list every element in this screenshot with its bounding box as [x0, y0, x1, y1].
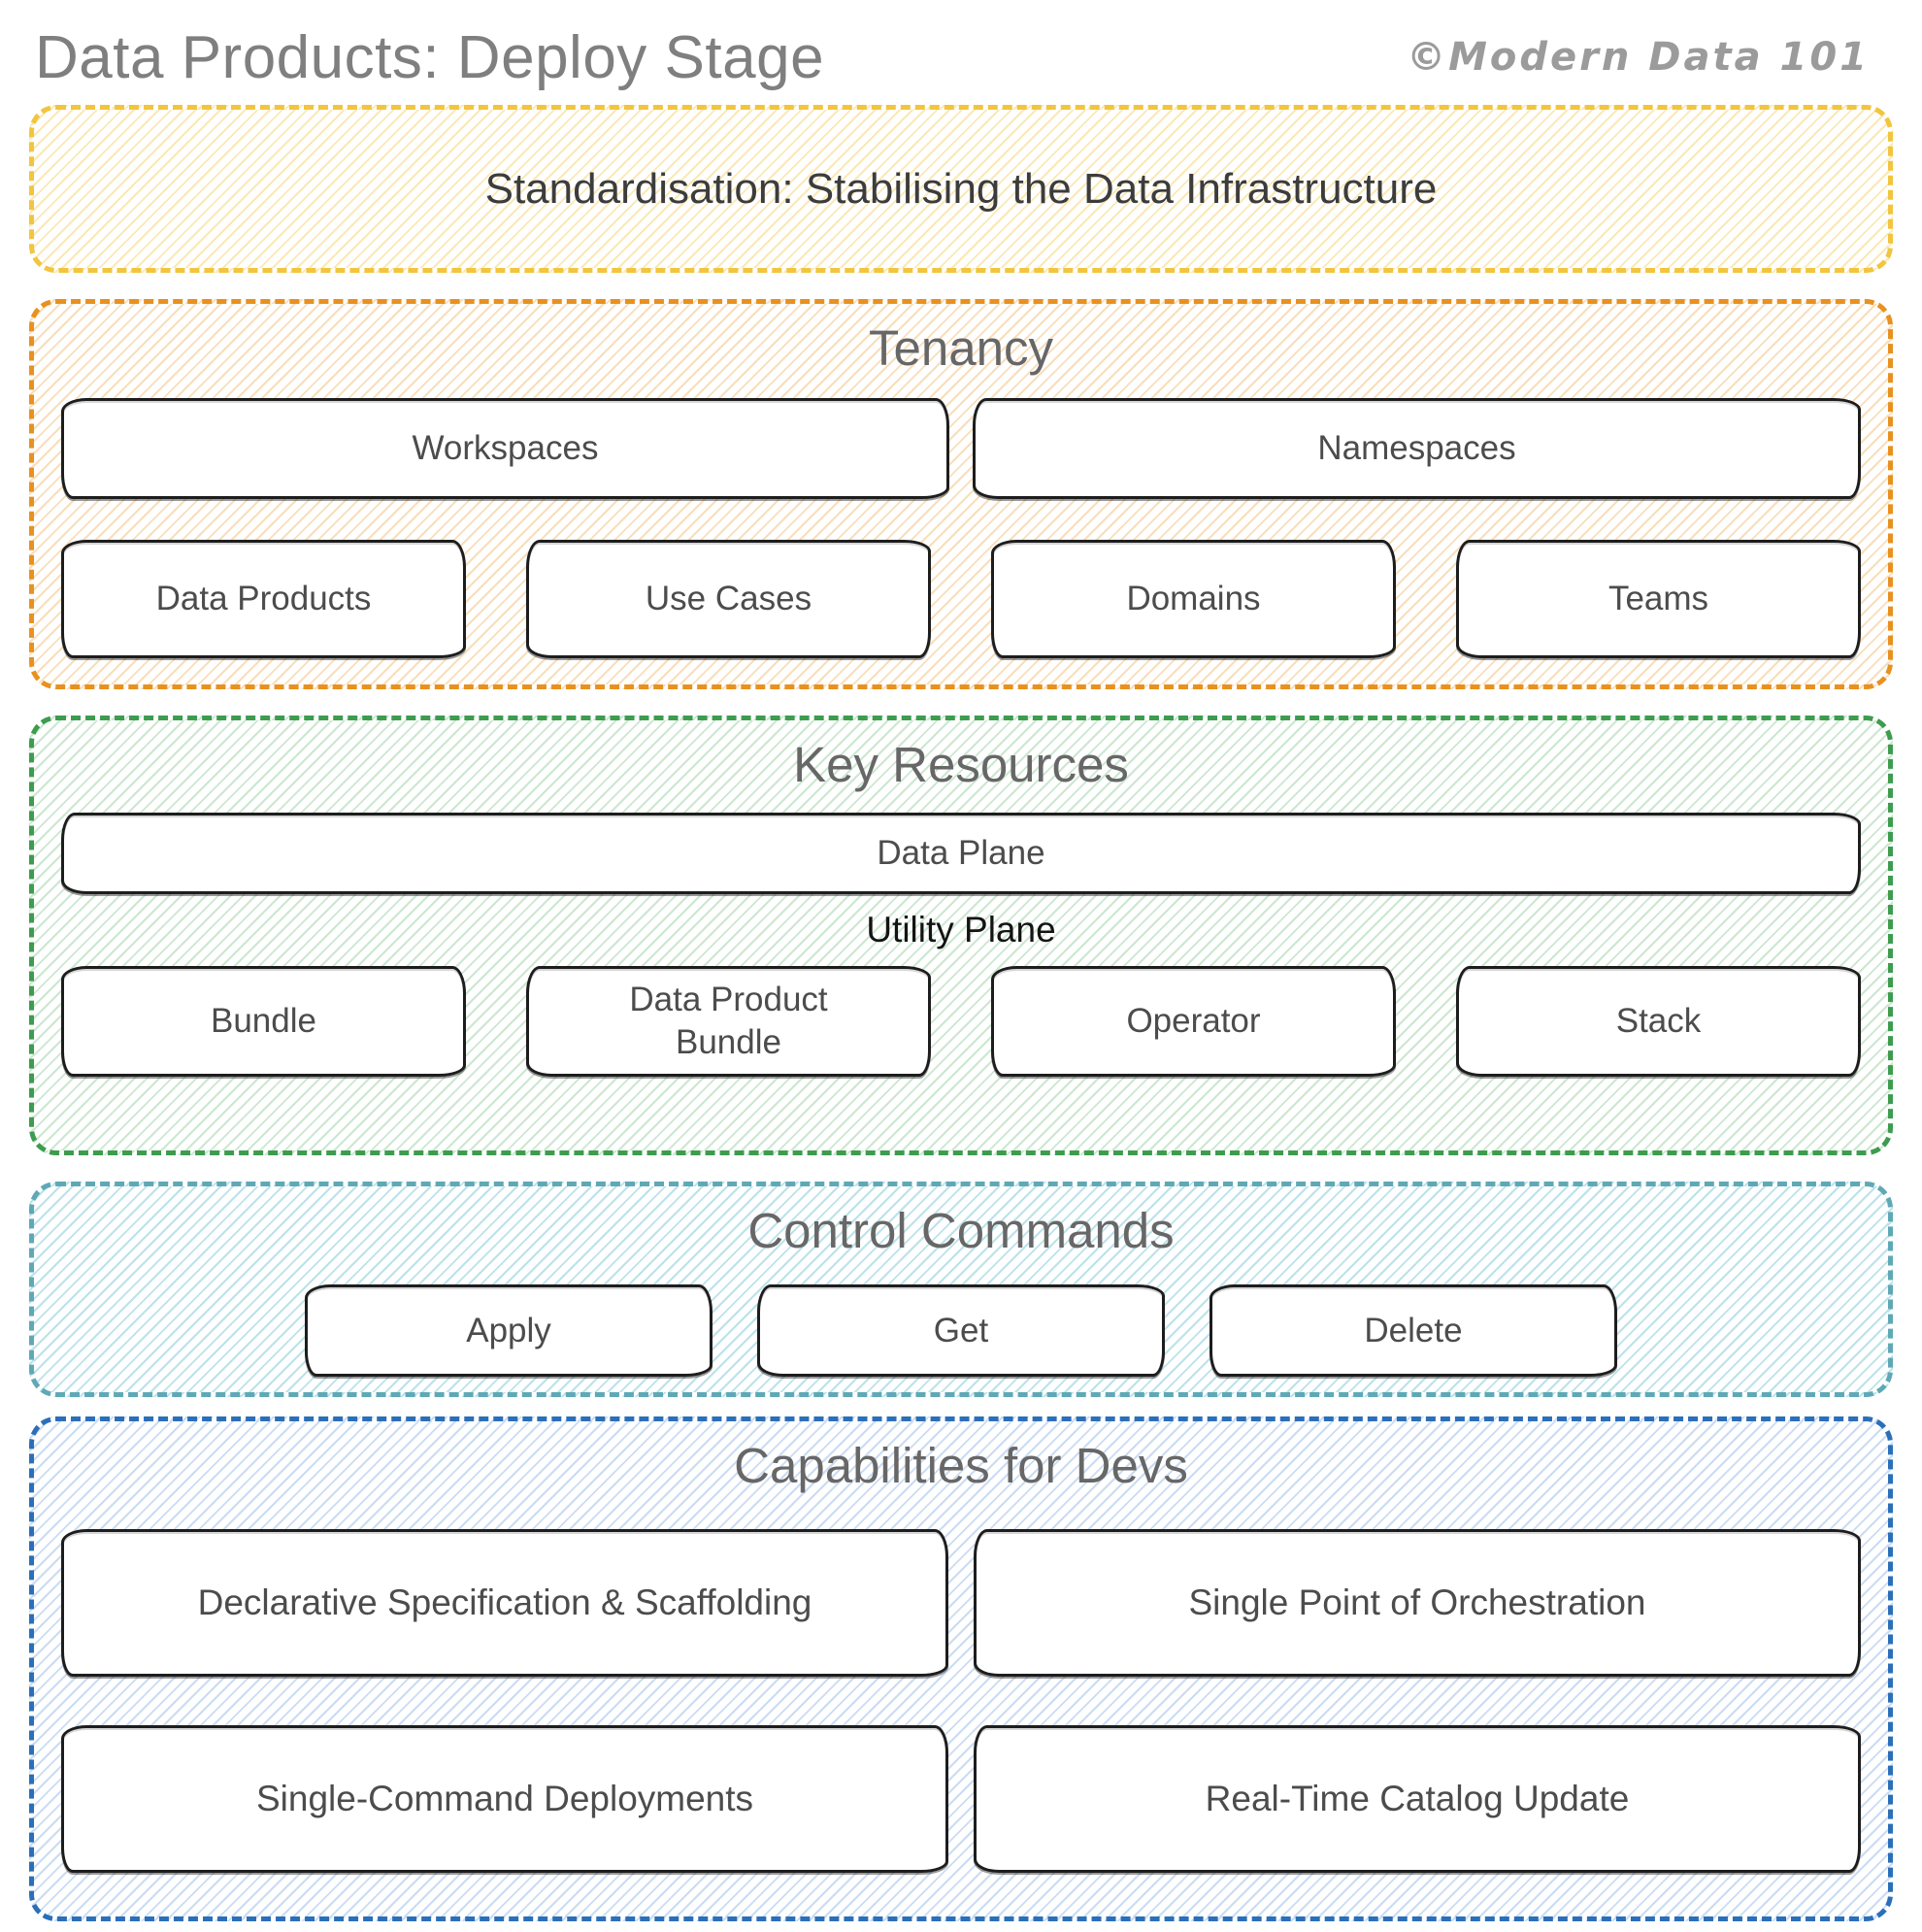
tenancy-row-2: Data Products Use Cases Domains Teams — [61, 540, 1861, 658]
box-single-point-orchestration-label: Single Point of Orchestration — [1188, 1582, 1646, 1622]
utility-plane-label: Utility Plane — [866, 910, 1056, 949]
box-apply-label: Apply — [466, 1311, 551, 1349]
brand-logo: ©Modern Data 101 — [1407, 35, 1870, 80]
box-data-product-bundle-label: Data Product Bundle — [629, 981, 828, 1061]
box-teams: Teams — [1456, 540, 1861, 658]
box-real-time-catalog-update-label: Real-Time Catalog Update — [1205, 1778, 1630, 1818]
box-delete: Delete — [1210, 1284, 1617, 1377]
box-domains-label: Domains — [1126, 580, 1261, 618]
header: Data Products: Deploy Stage ©Modern Data… — [29, 0, 1893, 105]
box-data-product-bundle: Data Product Bundle — [526, 966, 931, 1077]
box-stack-label: Stack — [1615, 1002, 1702, 1041]
box-stack: Stack — [1456, 966, 1861, 1077]
control-commands-title: Control Commands — [747, 1203, 1175, 1258]
box-apply: Apply — [305, 1284, 712, 1377]
control-commands-row: Apply Get Delete — [305, 1284, 1617, 1377]
box-domains: Domains — [991, 540, 1396, 658]
section-key-resources: Key Resources Data Plane Utility Plane B… — [29, 716, 1893, 1155]
box-operator: Operator — [991, 966, 1396, 1077]
box-delete-label: Delete — [1364, 1311, 1463, 1349]
box-get-label: Get — [933, 1311, 989, 1349]
box-data-products-label: Data Products — [155, 580, 372, 618]
key-resources-title: Key Resources — [793, 737, 1129, 792]
box-data-products: Data Products — [61, 540, 466, 658]
standardisation-label: Standardisation: Stabilising the Data In… — [484, 164, 1438, 213]
key-resources-row: Bundle Data Product Bundle Operator Stac… — [61, 966, 1861, 1077]
box-declarative-specification-label: Declarative Specification & Scaffolding — [197, 1582, 812, 1622]
box-namespaces: Namespaces — [973, 398, 1861, 499]
box-workspaces-label: Workspaces — [412, 429, 599, 468]
tenancy-row-1: Workspaces Namespaces — [61, 398, 1861, 499]
section-capabilities: Capabilities for Devs Declarative Specif… — [29, 1416, 1893, 1921]
page-title: Data Products: Deploy Stage — [35, 23, 825, 91]
box-real-time-catalog-update: Real-Time Catalog Update — [974, 1725, 1861, 1873]
box-use-cases: Use Cases — [526, 540, 931, 658]
box-operator-label: Operator — [1126, 1002, 1261, 1041]
box-workspaces: Workspaces — [61, 398, 949, 499]
box-teams-label: Teams — [1607, 580, 1709, 618]
section-tenancy: Tenancy Workspaces Namespaces Data Produ… — [29, 299, 1893, 689]
section-standardisation: Standardisation: Stabilising the Data In… — [29, 105, 1893, 273]
box-namespaces-label: Namespaces — [1317, 429, 1516, 468]
capabilities-grid: Declarative Specification & Scaffolding … — [61, 1529, 1861, 1873]
box-bundle: Bundle — [61, 966, 466, 1077]
section-control-commands: Control Commands Apply Get Delete — [29, 1182, 1893, 1397]
box-data-plane-label: Data Plane — [877, 834, 1045, 873]
capabilities-title: Capabilities for Devs — [734, 1438, 1188, 1493]
box-declarative-specification: Declarative Specification & Scaffolding — [61, 1529, 948, 1677]
box-single-point-orchestration: Single Point of Orchestration — [974, 1529, 1861, 1677]
box-data-plane: Data Plane — [61, 813, 1861, 894]
box-use-cases-label: Use Cases — [645, 580, 812, 618]
box-get: Get — [757, 1284, 1165, 1377]
box-single-command-deployments: Single-Command Deployments — [61, 1725, 948, 1873]
box-bundle-label: Bundle — [211, 1002, 316, 1041]
box-single-command-deployments-label: Single-Command Deployments — [255, 1778, 754, 1818]
tenancy-title: Tenancy — [869, 320, 1053, 376]
